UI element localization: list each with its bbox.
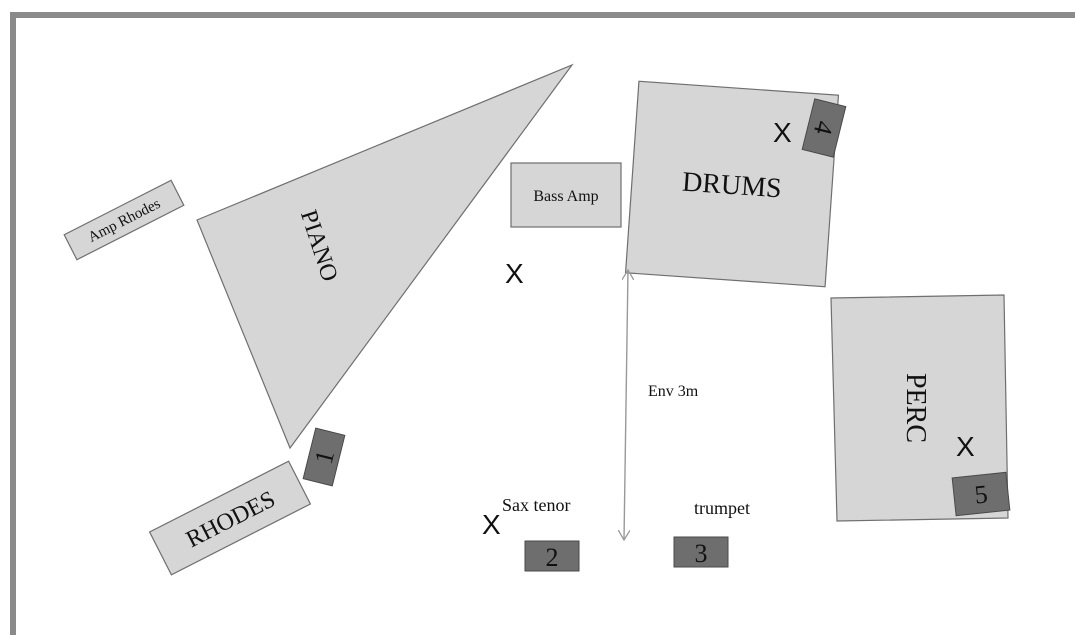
piano-shape [196, 63, 574, 450]
bass-amp-box [510, 162, 622, 228]
monitor-5-box [951, 471, 1011, 517]
monitor-4-box [801, 98, 847, 158]
monitor-3-label: 3 [695, 539, 708, 568]
frame-left-border [10, 12, 16, 635]
monitor-5: 5 [951, 471, 1011, 517]
perc: PERC [830, 294, 1009, 522]
trumpet-label: trumpet [694, 498, 750, 518]
rhodes-box [148, 460, 312, 576]
monitor-2-box [524, 540, 580, 572]
distance-arrow [624, 270, 628, 540]
sax-tenor-label: Sax tenor [502, 495, 570, 515]
drums-box [624, 80, 840, 288]
monitor-5-label: 5 [973, 479, 989, 509]
distance-label: Env 3m [648, 383, 699, 400]
drums: DRUMS [624, 80, 840, 288]
bass-amp: Bass Amp [510, 162, 622, 228]
monitor-4: 4 [801, 98, 847, 158]
monitor-2-label: 2 [546, 543, 559, 572]
amp-rhodes-box [63, 179, 185, 261]
rhodes: RHODES [148, 460, 312, 576]
mic-mark-drums: X [773, 117, 792, 148]
monitor-1: 1 [302, 427, 346, 487]
monitor-3-box [673, 536, 729, 568]
monitor-1-box [302, 427, 346, 487]
drums-label: DRUMS [681, 167, 783, 205]
perc-box [830, 294, 1009, 522]
frame-top-border [10, 12, 1075, 18]
mic-mark-sax: X [482, 509, 501, 540]
amp-rhodes: Amp Rhodes [63, 179, 185, 261]
monitor-2: 2 [524, 540, 580, 572]
piano: PIANO [196, 63, 574, 450]
mic-mark-perc: X [956, 431, 975, 462]
perc-label: PERC [900, 373, 931, 443]
monitor-3: 3 [673, 536, 729, 568]
mic-mark-bass: X [505, 258, 524, 289]
bass-amp-label: Bass Amp [533, 188, 598, 205]
